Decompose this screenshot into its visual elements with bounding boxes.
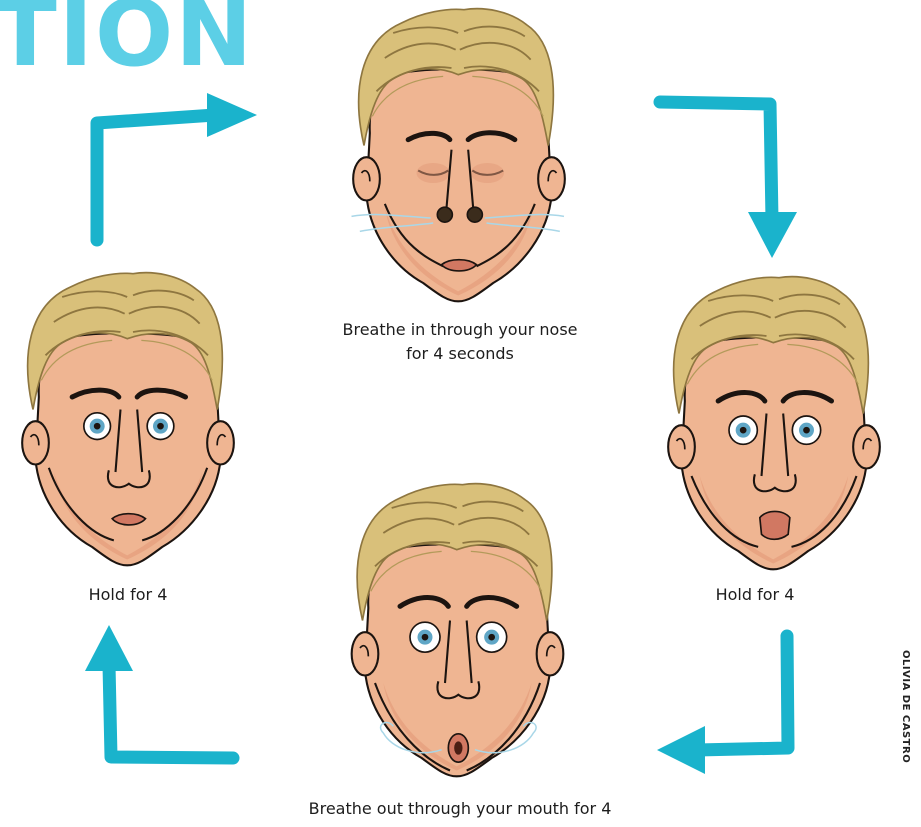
caption-breathe-out: Breathe out through your mouth for 4 (255, 797, 665, 821)
arrow-left-to-top (85, 95, 260, 245)
face-breathe-out (345, 483, 570, 783)
caption-hold-right: Hold for 4 (690, 583, 820, 607)
caption-hold-left: Hold for 4 (63, 583, 193, 607)
caption-breathe-in-line2: for 4 seconds (300, 342, 620, 366)
arrow-bottom-to-left (85, 625, 240, 770)
face-hold-right (658, 276, 890, 576)
headline-fragment: TION (0, 0, 254, 80)
face-hold-left (17, 272, 239, 572)
illustrator-credit-text: OLIVIA DE CASTRO (900, 650, 911, 763)
illustrator-credit: OLIVIA DE CASTRO (897, 650, 917, 790)
caption-breathe-in-line1: Breathe in through your nose (300, 318, 620, 342)
arrow-right-to-bottom (655, 630, 800, 775)
face-breathe-in (330, 8, 588, 308)
arrow-top-to-right (652, 90, 802, 265)
caption-breathe-in: Breathe in through your nose for 4 secon… (300, 318, 620, 366)
